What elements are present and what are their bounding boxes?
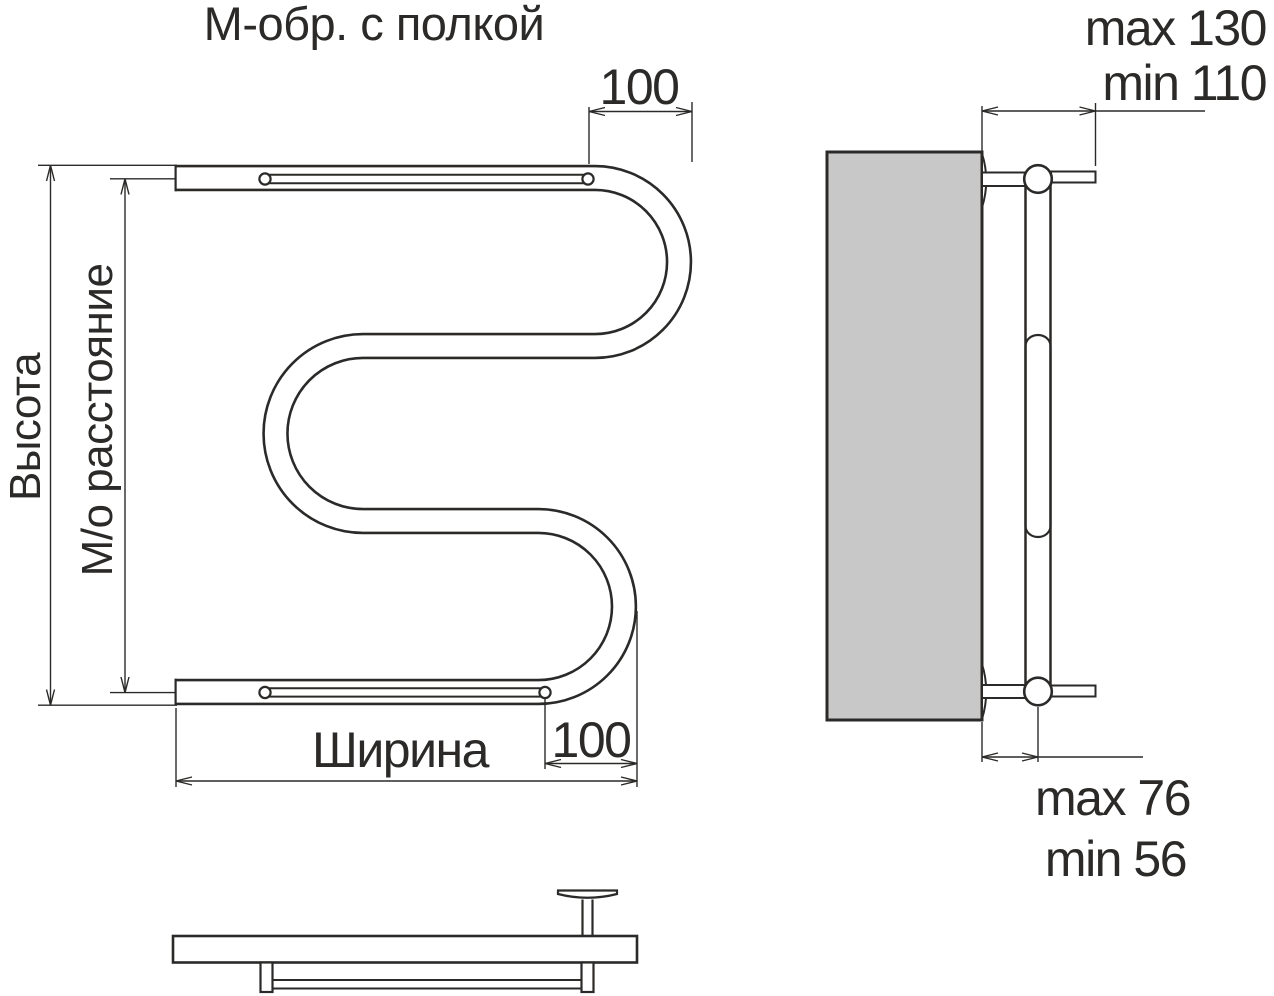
arrow-up — [120, 178, 130, 195]
wall-offset-max: max 76 — [1035, 770, 1190, 826]
m-tube-outline — [175, 164, 693, 706]
arrow-right — [1079, 106, 1096, 116]
wall-offset-min: min 56 — [1045, 831, 1186, 887]
bottom-wall-stub — [981, 684, 1027, 699]
tube-plan — [171, 934, 639, 964]
arrow-left — [981, 752, 999, 762]
top-wall-stub — [981, 171, 1027, 187]
arrow-left — [544, 758, 562, 769]
arrow-down — [120, 676, 130, 693]
arrow-right — [620, 776, 638, 786]
bottom-elbow — [1022, 676, 1054, 707]
bottom-offset-value: 100 — [552, 712, 631, 768]
m-tube-fill — [175, 167, 690, 703]
top-shelf-bar — [1050, 170, 1097, 184]
wall-panel — [825, 150, 984, 722]
shelf-depth-max: max 130 — [1085, 0, 1266, 56]
arrow-down — [45, 689, 56, 706]
top-elbow — [1022, 163, 1054, 195]
arrow-right — [1021, 752, 1039, 762]
shelf-leg-right — [580, 961, 595, 994]
top-rail-left-pin — [258, 172, 272, 186]
side-view: max 130 min 110 max 76 min 56 — [825, 0, 1268, 887]
width-dimension: Ширина — [175, 611, 638, 787]
bottom-shelf-rail — [258, 685, 552, 700]
top-shelf-rail — [258, 172, 595, 186]
arrow-left — [588, 106, 606, 117]
union-sleeve — [1024, 333, 1052, 539]
bottom-offset-dimension: 100 — [544, 699, 638, 769]
shelf-depth-min: min 110 — [1102, 55, 1266, 111]
height-dimension: Высота — [1, 164, 177, 706]
arrow-left — [175, 776, 193, 786]
axis-distance-label: М/о расстояние — [73, 264, 122, 577]
width-label: Ширина — [312, 722, 490, 778]
top-rail-right-pin — [581, 172, 595, 186]
axis-distance-dimension: М/о расстояние — [73, 178, 176, 694]
height-label: Высота — [1, 352, 50, 501]
arrow-left — [981, 106, 999, 116]
top-offset-value: 100 — [600, 59, 679, 115]
riser-tube-fill — [1025, 179, 1051, 692]
wall-offset-dimension: max 76 min 56 — [981, 707, 1192, 887]
drawing-title: М-обр. с полкой — [204, 0, 545, 50]
arrow-right — [675, 106, 693, 117]
bottom-rail-right-pin — [538, 685, 552, 700]
shelf-depth-dimension: max 130 min 110 — [981, 0, 1268, 166]
shelf-leg-left — [259, 961, 274, 994]
bottom-rail-left-pin — [258, 685, 272, 700]
arrow-up — [45, 165, 56, 182]
top-offset-dimension: 100 — [588, 59, 693, 164]
bottom-view — [171, 889, 639, 994]
front-view: Высота М/о расстояние 100 Шир — [1, 59, 693, 787]
bottom-shelf-bar — [1050, 684, 1097, 698]
arrow-right — [620, 758, 638, 769]
shelf-rail-plan — [265, 979, 589, 990]
bracket-flange — [556, 889, 619, 899]
